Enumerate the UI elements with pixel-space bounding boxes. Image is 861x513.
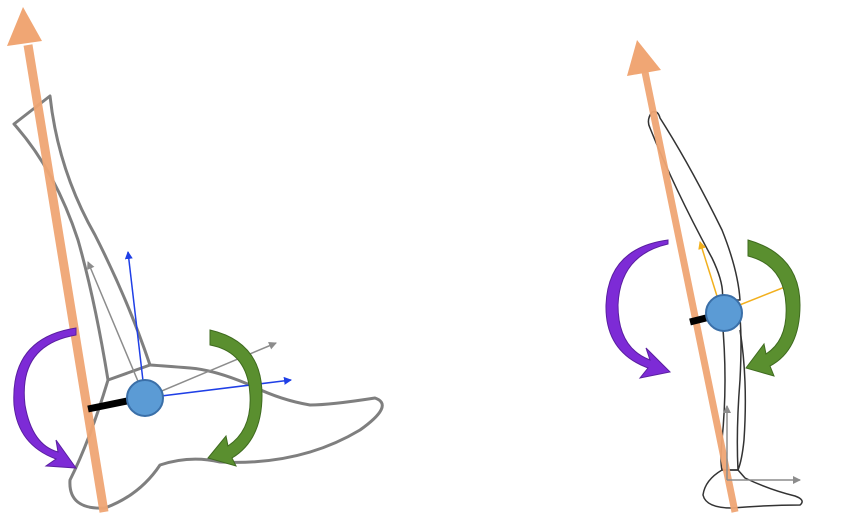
right-long-axis-arrowhead [627,40,661,76]
left-foot-outline [68,363,384,510]
left-gray-axis-up [87,261,146,399]
right-fibula-outline [737,329,747,471]
left-blue-axis-right [144,376,292,399]
left-shank-outline [12,94,152,382]
left-green-rotation-arrow [207,329,263,467]
right-joint-circle [705,294,743,332]
right-purple-rotation-arrow [605,239,672,379]
right-panel [605,40,803,513]
left-long-axis-arrowhead [7,7,42,46]
left-blue-axis-up [124,251,146,399]
left-gray-axis-right [144,342,277,399]
right-foot-outline [702,469,803,509]
left-long-axis-line [23,44,109,513]
left-panel [7,7,384,513]
right-green-rotation-arrow [745,239,801,377]
left-joint-circle [126,379,164,417]
left-purple-rotation-arrow [13,327,78,469]
right-long-axis-line [641,71,739,513]
